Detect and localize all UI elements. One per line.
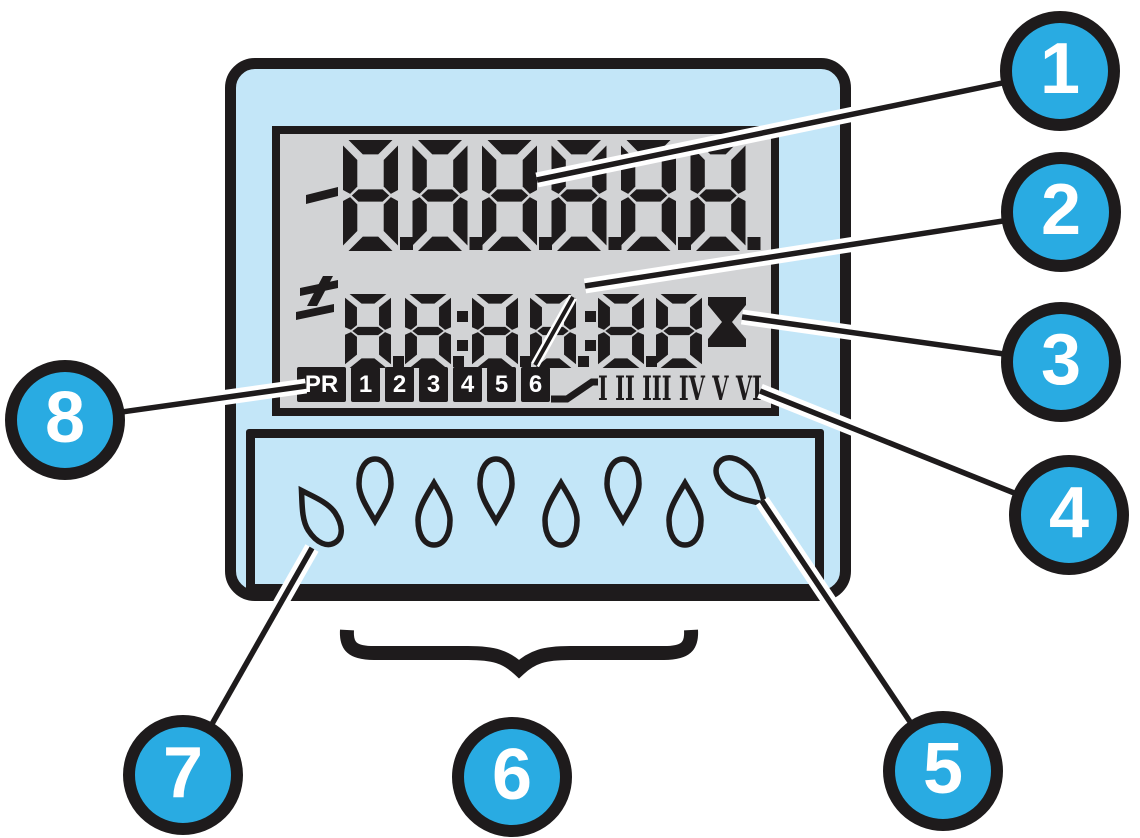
callout-1-label: 1 xyxy=(1039,29,1081,109)
lcd-indicator-row: PR 1 2 3 4 5 6 xyxy=(297,367,550,402)
callout-1: 1 xyxy=(1000,11,1120,131)
callout-2-label: 2 xyxy=(1040,170,1082,250)
callout-6-label: 6 xyxy=(491,735,533,815)
callout-7-label: 7 xyxy=(162,733,204,813)
callout-4: 4 xyxy=(1009,455,1129,575)
program-5-indicator: 5 xyxy=(487,367,516,402)
callout-3-label: 3 xyxy=(1040,320,1082,400)
callout-5-label: 5 xyxy=(922,729,964,809)
pr-indicator: PR xyxy=(297,367,346,402)
program-6-indicator: 6 xyxy=(521,367,550,402)
keys-group-brace xyxy=(339,629,699,679)
callout-5: 5 xyxy=(883,711,1003,831)
program-4-indicator: 4 xyxy=(453,367,482,402)
callout-4-label: 4 xyxy=(1048,473,1090,553)
callout-6: 6 xyxy=(452,717,572,837)
callout-8: 8 xyxy=(5,360,125,480)
callout-8-label: 8 xyxy=(44,378,86,458)
program-1-indicator: 1 xyxy=(351,367,380,402)
program-3-indicator: 3 xyxy=(419,367,448,402)
callout-7: 7 xyxy=(123,715,243,835)
callout-2: 2 xyxy=(1001,152,1121,272)
program-2-indicator: 2 xyxy=(385,367,414,402)
callout-3: 3 xyxy=(1001,302,1121,422)
keypad-panel xyxy=(246,429,824,593)
